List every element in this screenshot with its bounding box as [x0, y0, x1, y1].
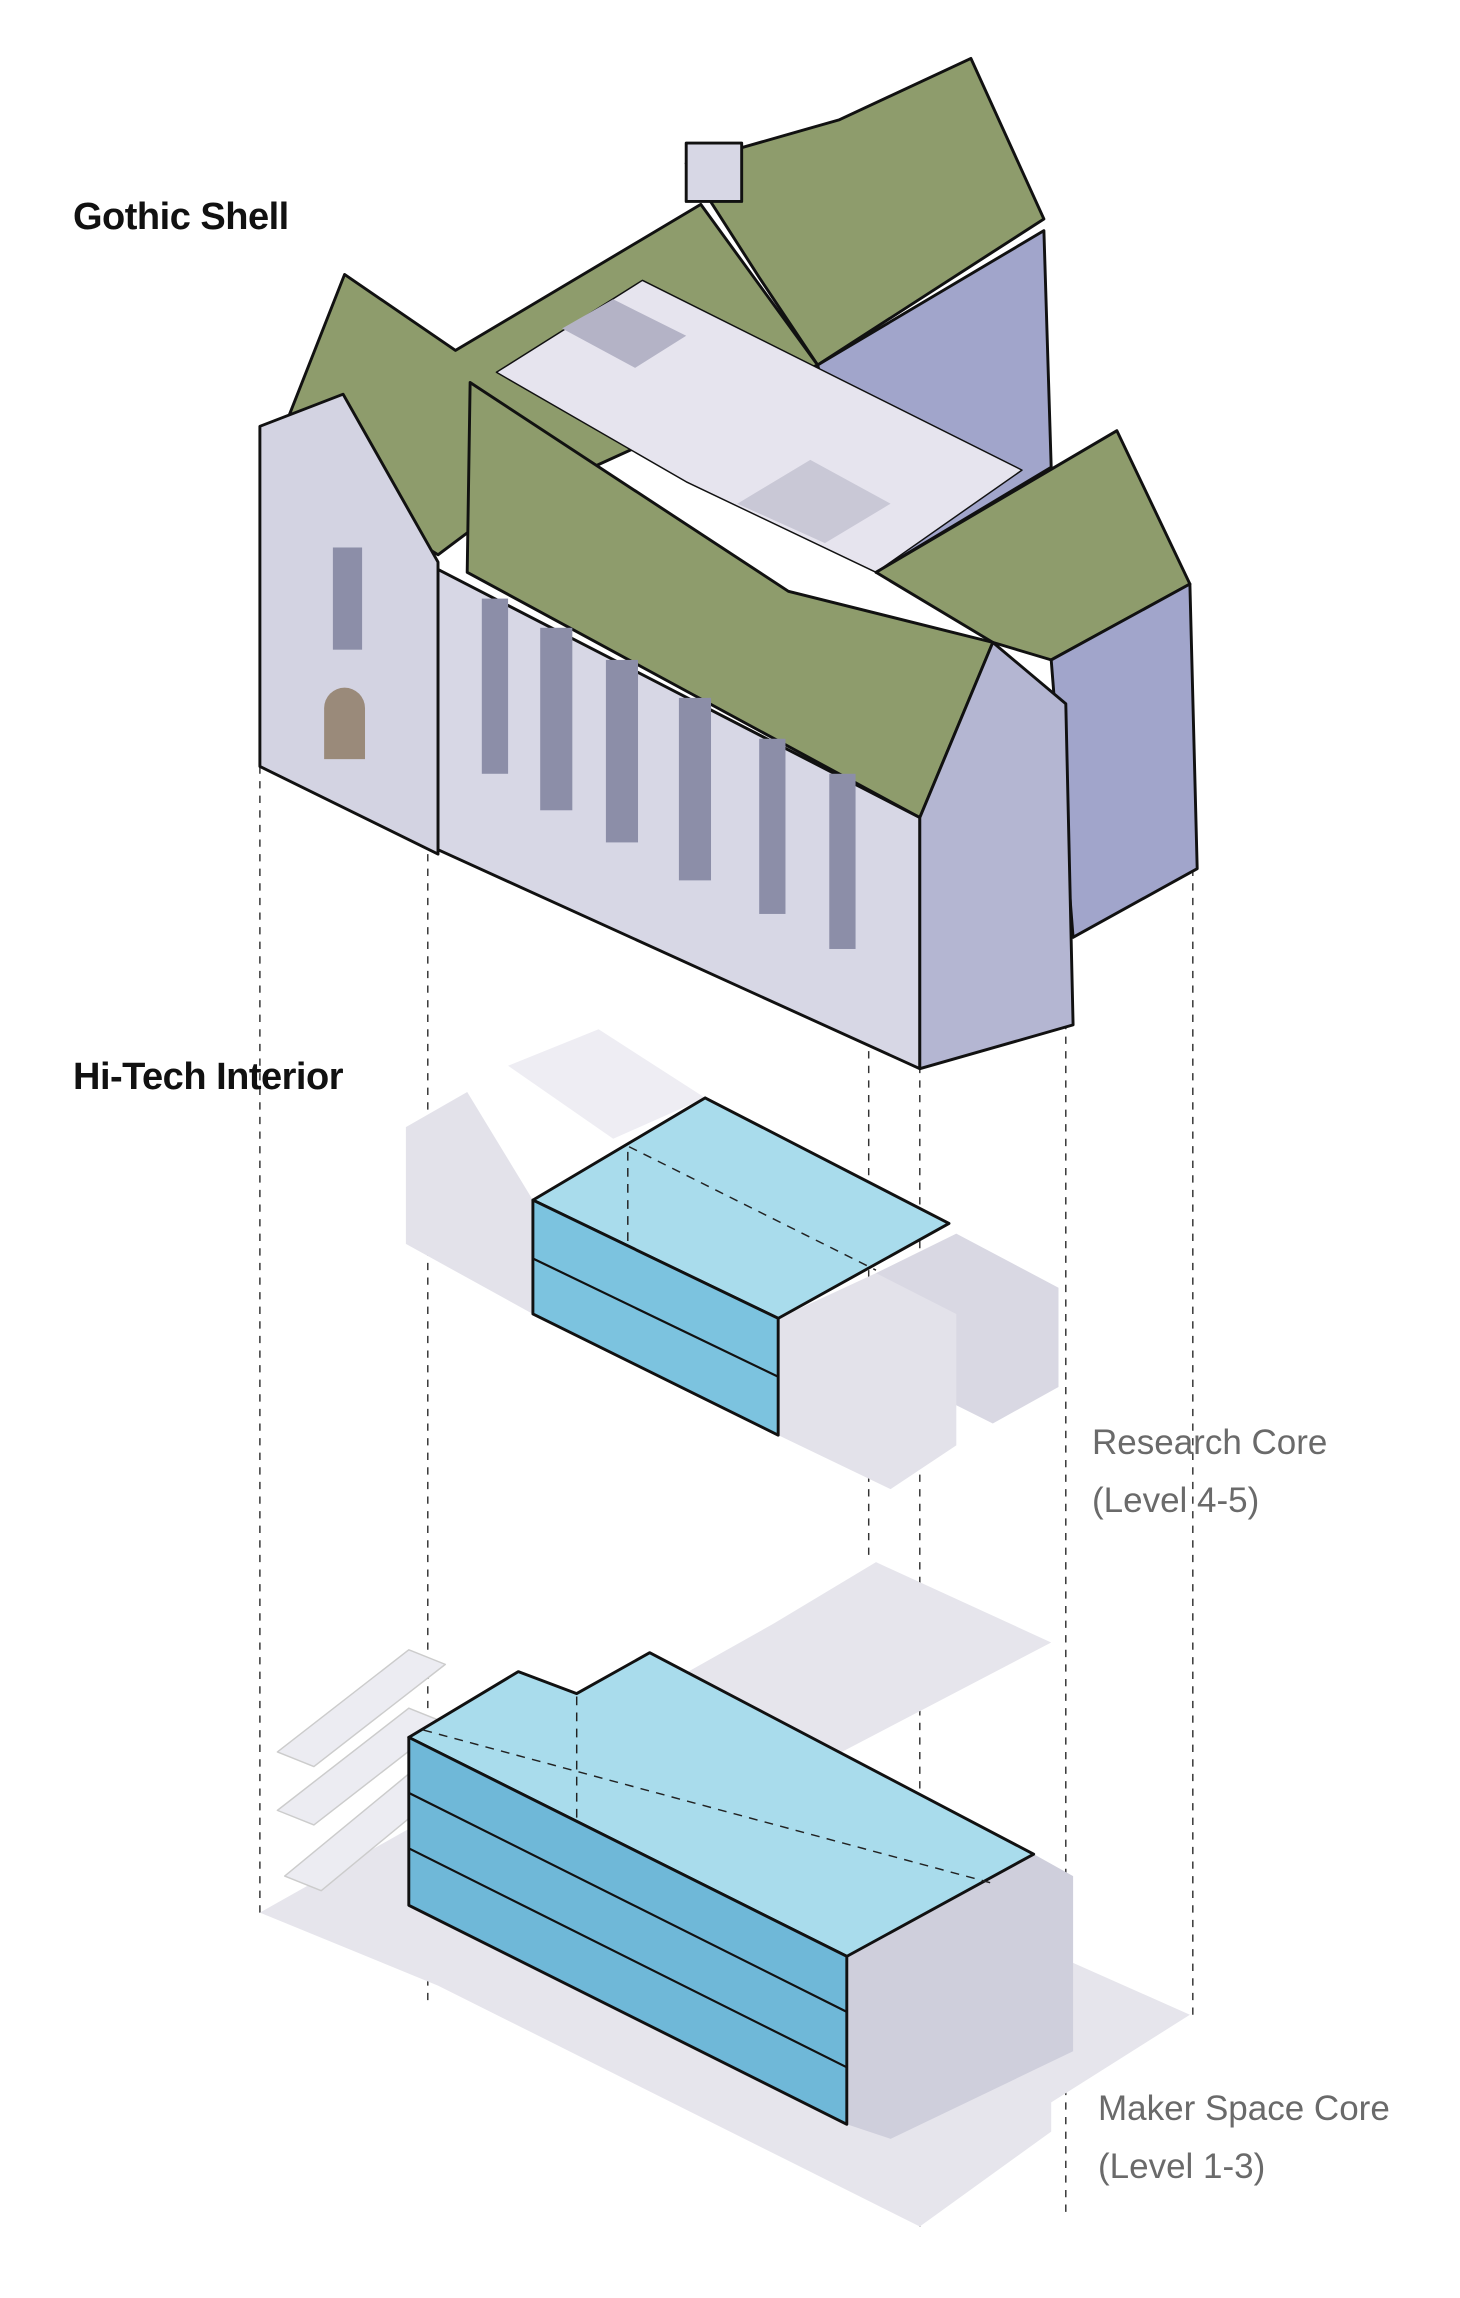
- grey-block: [846, 1854, 1074, 2139]
- arched-door: [324, 687, 366, 760]
- window: [759, 738, 786, 914]
- maker-core-name: Maker Space Core: [1098, 2089, 1390, 2128]
- maker-core-levels: (Level 1-3): [1098, 2147, 1266, 2186]
- floor-line: [532, 1257, 779, 1378]
- gothic-shell-title: Gothic Shell: [73, 196, 289, 238]
- chimney: [684, 141, 744, 203]
- floor-line: [408, 1791, 848, 2013]
- hidden-edge: [627, 1145, 877, 1271]
- hidden-edge: [423, 1729, 993, 1885]
- window: [540, 627, 573, 811]
- stair-flight: [276, 1649, 447, 1768]
- maker-space-core-massing: [259, 1562, 1190, 2227]
- grey-block: [508, 1029, 706, 1139]
- window: [605, 659, 639, 843]
- facade-windows: [324, 547, 856, 949]
- research-core-massing: [405, 1029, 1059, 1490]
- back-wing-roof: [684, 56, 1046, 367]
- research-core-label: Research Core (Level 4-5): [1092, 1414, 1327, 1530]
- right-gable-facade: [918, 640, 1075, 1071]
- maker-space-core-label: Maker Space Core (Level 1-3): [1098, 2080, 1390, 2196]
- window: [481, 598, 509, 774]
- grey-block: [405, 1092, 533, 1314]
- window: [829, 773, 856, 949]
- research-core-name: Research Core: [1092, 1423, 1328, 1462]
- hi-tech-interior-title: Hi-Tech Interior: [73, 1056, 344, 1098]
- roof-light-well: [562, 299, 687, 368]
- research-core-levels: (Level 4-5): [1092, 1481, 1260, 1520]
- gothic-shell-building: [258, 56, 1199, 1071]
- grey-block: [778, 1273, 957, 1490]
- floor-line: [408, 1847, 848, 2069]
- staircase: [276, 1649, 447, 1892]
- roof-light-well: [737, 459, 891, 544]
- window: [678, 697, 712, 881]
- window: [332, 547, 363, 650]
